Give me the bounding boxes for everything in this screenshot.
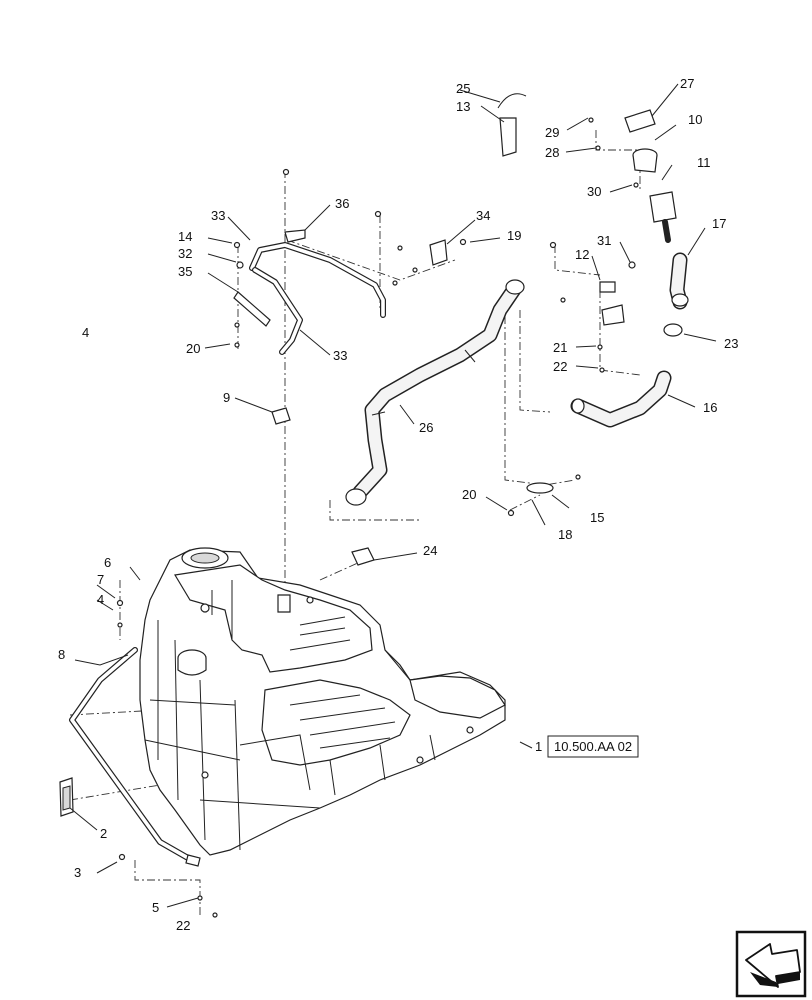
callout-17: 17 <box>712 216 726 231</box>
callout-8: 8 <box>58 647 65 662</box>
callout-27: 27 <box>680 76 694 91</box>
callout-23: 23 <box>724 336 738 351</box>
leader-lines <box>69 83 717 908</box>
callout-18: 18 <box>558 527 572 542</box>
callout-33-lower: 33 <box>333 348 347 363</box>
filler-upper-hose <box>669 252 689 310</box>
callout-13: 13 <box>456 99 470 114</box>
assembly-centerlines <box>69 130 641 915</box>
callout-28: 28 <box>545 145 559 160</box>
callout-12: 12 <box>575 247 589 262</box>
callout-14: 14 <box>178 229 192 244</box>
callout-19: 19 <box>507 228 521 243</box>
vent-tube <box>249 242 386 355</box>
callout-9: 9 <box>223 390 230 405</box>
callout-35: 35 <box>178 264 192 279</box>
callout-20-lower: 20 <box>462 487 476 502</box>
callout-34: 34 <box>476 208 490 223</box>
callout-33-upper: 33 <box>211 208 225 223</box>
callout-26: 26 <box>419 420 433 435</box>
callout-22-lower: 22 <box>176 918 190 933</box>
decal-plate <box>59 777 74 817</box>
reference-box <box>547 735 639 758</box>
callout-6: 6 <box>104 555 111 570</box>
callout-labels: 1 2 3 4 4 5 6 7 8 9 10 11 12 13 14 15 16… <box>58 76 738 933</box>
callout-3: 3 <box>74 865 81 880</box>
callout-24: 24 <box>423 543 437 558</box>
callout-29: 29 <box>545 125 559 140</box>
callout-4-lower: 4 <box>97 592 104 607</box>
reference-code[interactable]: 10.500.AA 02 <box>554 739 632 754</box>
callout-4-upper: 4 <box>82 325 89 340</box>
small-hardware <box>116 93 683 918</box>
callout-1: 1 <box>535 739 542 754</box>
callout-31: 31 <box>597 233 611 248</box>
callout-22-upper: 22 <box>553 359 567 374</box>
callout-30: 30 <box>587 184 601 199</box>
return-arrow-icon[interactable] <box>735 930 807 998</box>
callout-2: 2 <box>100 826 107 841</box>
callout-10: 10 <box>688 112 702 127</box>
callout-32: 32 <box>178 246 192 261</box>
brackets <box>233 229 625 327</box>
callout-15: 15 <box>590 510 604 525</box>
callout-7: 7 <box>97 572 104 587</box>
cross-reference[interactable]: 10.500.AA 02 <box>547 735 639 758</box>
tank-support-rod <box>69 647 201 867</box>
callout-25: 25 <box>456 81 470 96</box>
fuel-tank <box>139 547 506 856</box>
callout-20-upper: 20 <box>186 341 200 356</box>
callout-5: 5 <box>152 900 159 915</box>
filler-hose <box>345 279 525 506</box>
callout-36: 36 <box>335 196 349 211</box>
curved-hose <box>570 370 672 428</box>
callout-16: 16 <box>703 400 717 415</box>
callout-11: 11 <box>697 155 711 170</box>
callout-21: 21 <box>553 340 567 355</box>
